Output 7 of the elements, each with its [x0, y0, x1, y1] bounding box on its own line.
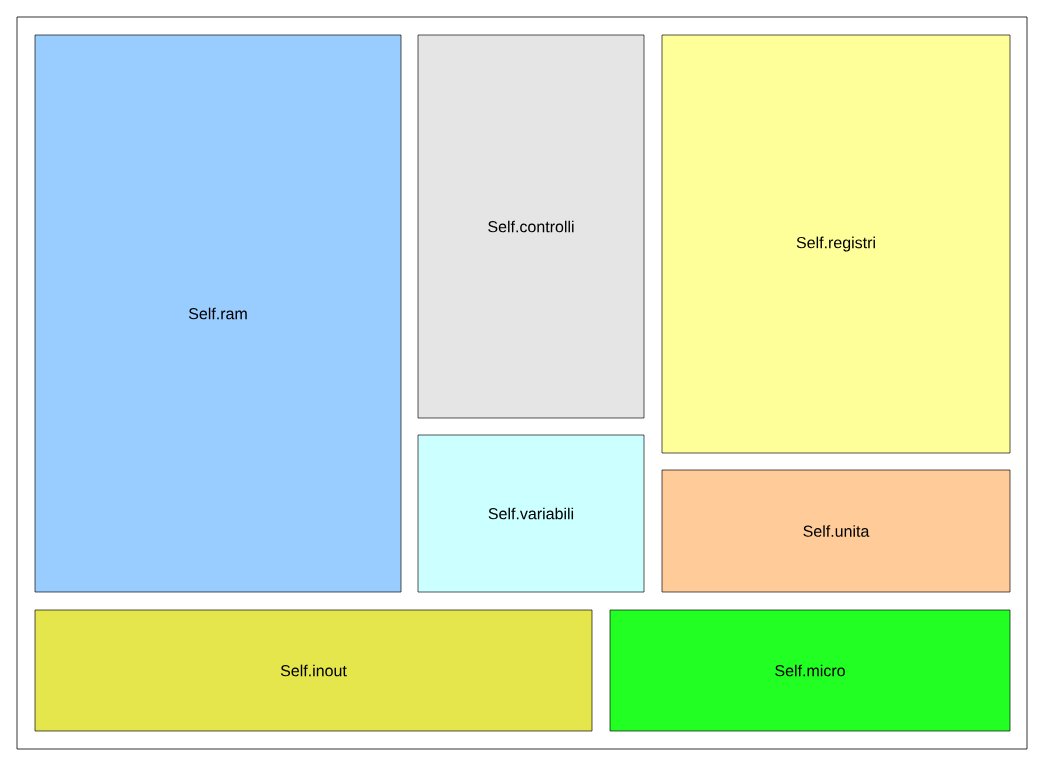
treemap-tile: Self.unita: [661, 469, 1011, 593]
treemap-tile: Self.micro: [609, 609, 1011, 732]
treemap-tile: Self.variabili: [417, 434, 645, 593]
treemap-tile: Self.inout: [34, 609, 593, 732]
treemap-tile: Self.ram: [34, 34, 402, 593]
treemap-tile: Self.controlli: [417, 34, 645, 419]
treemap-tile: Self.registri: [661, 34, 1011, 454]
